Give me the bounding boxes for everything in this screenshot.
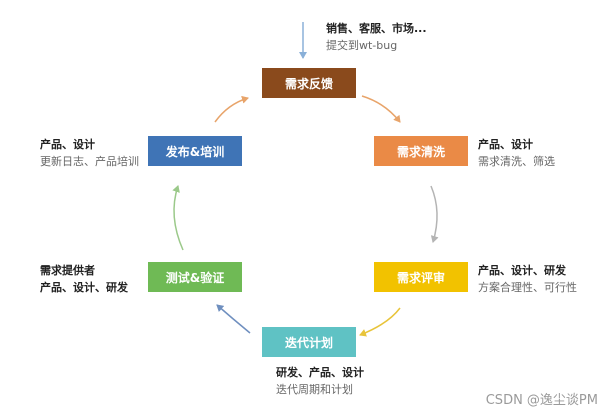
watermark: CSDN @逸尘谈PM [485,393,598,408]
node-test-verify[interactable]: 测试&验证 [148,262,242,292]
note-review-sub: 方案合理性、可行性 [478,281,577,294]
note-test-sub: 产品、设计、研发 [40,281,128,294]
note-release-main: 产品、设计 [40,138,95,151]
arrow-test-to-release [172,185,184,251]
arrow-iteration-to-test [216,304,251,334]
node-release-training[interactable]: 发布&培训 [148,136,242,166]
note-review: 产品、设计、研发 方案合理性、可行性 [478,262,577,296]
note-review-main: 产品、设计、研发 [478,264,566,277]
node-requirement-cleanse[interactable]: 需求清洗 [374,136,468,166]
note-iteration-main: 研发、产品、设计 [276,366,364,379]
node-iteration-plan[interactable]: 迭代计划 [262,327,356,357]
arrow-release-to-feedback [214,95,249,123]
arrow-cleanse-to-review [430,185,439,243]
node-requirement-review[interactable]: 需求评审 [374,262,468,292]
note-top: 销售、客服、市场... 提交到wt-bug [326,20,427,54]
note-release: 产品、设计 更新日志、产品培训 [40,136,139,170]
note-release-sub: 更新日志、产品培训 [40,155,139,168]
note-top-sub: 提交到wt-bug [326,39,398,52]
note-cleanse-sub: 需求清洗、筛选 [478,155,555,168]
note-iteration-sub: 迭代周期和计划 [276,383,353,396]
note-cleanse: 产品、设计 需求清洗、筛选 [478,136,555,170]
note-top-main: 销售、客服、市场... [326,22,427,35]
node-requirement-feedback[interactable]: 需求反馈 [262,68,356,98]
note-iteration: 研发、产品、设计 迭代周期和计划 [276,364,364,398]
note-test-main: 需求提供者 [40,264,95,277]
note-cleanse-main: 产品、设计 [478,138,533,151]
arrow-review-to-iteration [359,307,401,337]
note-test: 需求提供者 产品、设计、研发 [40,262,128,296]
arrow-feedback-to-cleanse [361,95,401,123]
